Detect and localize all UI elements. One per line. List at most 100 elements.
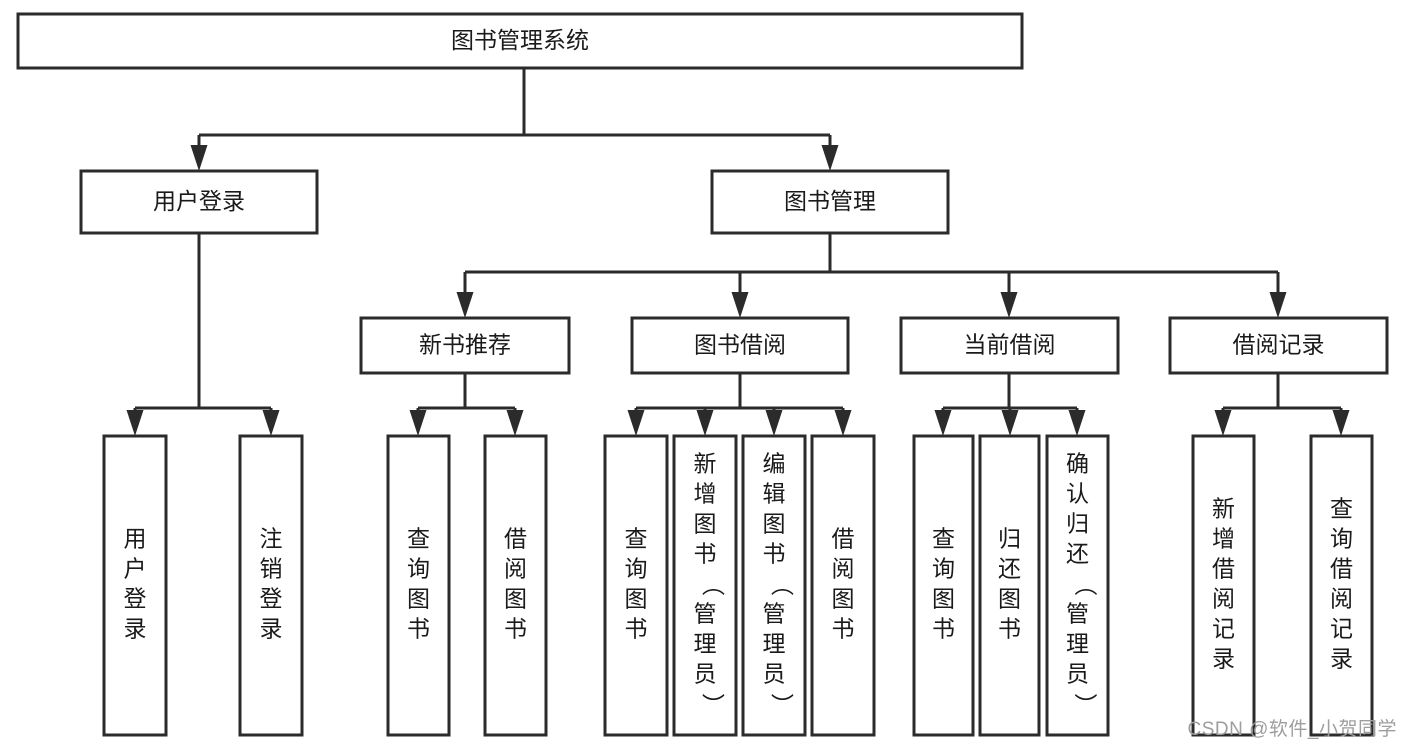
label-char: 询 <box>932 556 955 582</box>
connector-rec-to-leaves <box>409 373 524 436</box>
connector-arrowhead <box>409 410 427 436</box>
node-user-login[interactable]: 用户登录 <box>79 169 319 235</box>
label-char: 理 <box>694 631 717 657</box>
node-box <box>810 434 876 737</box>
label-char: 书 <box>694 541 717 567</box>
node-box <box>1045 434 1110 737</box>
connector-borrow-to-leaves <box>627 373 852 436</box>
label-char: 借 <box>504 526 527 552</box>
label-char: （ <box>1073 573 1099 596</box>
node-book-management[interactable]: 图书管理 <box>710 169 950 235</box>
connector-arrowhead <box>821 145 839 171</box>
label-char: 认 <box>1066 481 1089 507</box>
label-char: 图 <box>407 586 430 612</box>
label-char: 录 <box>1212 646 1235 672</box>
label-char: 员 <box>1066 661 1089 687</box>
label-char: 询 <box>407 556 430 582</box>
connector-arrowhead <box>126 410 144 436</box>
label-char: 书 <box>932 616 955 642</box>
label-char: ） <box>769 693 795 716</box>
connector-records-to-leaves <box>1214 373 1350 436</box>
connector-current-to-leaves <box>934 373 1086 436</box>
connector-arrowhead <box>765 410 783 436</box>
label-char: （ <box>700 573 726 596</box>
node-root[interactable]: 图书管理系统 <box>16 12 1024 70</box>
node-label: 用户登录 <box>153 188 245 214</box>
label-char: 询 <box>625 556 648 582</box>
label-char: 新 <box>694 451 717 477</box>
node-book-borrow[interactable]: 图书借阅 <box>630 316 850 375</box>
label-char: 管 <box>763 601 786 627</box>
label-char: 借 <box>1212 556 1235 582</box>
node-box <box>1309 434 1374 737</box>
label-char: 书 <box>832 616 855 642</box>
connector-root-to-level2 <box>190 68 839 171</box>
label-char: 询 <box>1330 526 1353 552</box>
label-char: 编 <box>763 451 786 477</box>
label-char: 员 <box>763 661 786 687</box>
label-char: 登 <box>124 586 147 612</box>
label-char: 还 <box>1066 541 1089 567</box>
connector-arrowhead <box>456 292 474 318</box>
label-char: 查 <box>932 526 955 552</box>
connector-arrowhead <box>1068 410 1086 436</box>
label-char: 录 <box>1330 646 1353 672</box>
label-char: （ <box>769 573 795 596</box>
node-box <box>672 434 738 737</box>
label-char: ） <box>700 693 726 716</box>
label-char: 记 <box>1212 616 1235 642</box>
node-leaf-user-login[interactable]: 用户登录 <box>102 434 168 737</box>
node-box <box>899 316 1120 375</box>
connector-arrowhead <box>1332 410 1350 436</box>
label-char: 查 <box>407 526 430 552</box>
label-char: 借 <box>832 526 855 552</box>
label-char: 管 <box>694 601 717 627</box>
label-char: 录 <box>260 616 283 642</box>
node-label: 图书管理 <box>784 188 876 214</box>
label-char: 户 <box>124 556 147 582</box>
label-char: 图 <box>694 511 717 537</box>
connector-arrowhead <box>731 292 749 318</box>
node-current-borrow[interactable]: 当前借阅 <box>899 316 1120 375</box>
label-char: 登 <box>260 586 283 612</box>
connectors-layer <box>126 68 1350 436</box>
label-char: 图 <box>763 511 786 537</box>
connector-arrowhead <box>1214 410 1232 436</box>
connector-arrowhead <box>834 410 852 436</box>
node-box <box>1168 316 1389 375</box>
node-label: 借阅记录 <box>1233 332 1325 358</box>
label-char: 图 <box>832 586 855 612</box>
nodes-layer: 图书管理系统用户登录图书管理新书推荐图书借阅当前借阅借阅记录用户登录注销登录查询… <box>16 12 1389 737</box>
label-char: 阅 <box>504 556 527 582</box>
label-char: 阅 <box>832 556 855 582</box>
label-char: 归 <box>998 526 1021 552</box>
node-borrow-records[interactable]: 借阅记录 <box>1168 316 1389 375</box>
node-new-book-recommend[interactable]: 新书推荐 <box>359 316 571 375</box>
node-label: 新书推荐 <box>419 332 511 358</box>
label-char: ） <box>1073 693 1099 716</box>
label-char: 增 <box>1212 526 1235 552</box>
node-box <box>710 169 950 235</box>
label-char: 还 <box>998 556 1021 582</box>
connector-arrowhead <box>1000 292 1018 318</box>
label-char: 理 <box>763 631 786 657</box>
node-box <box>741 434 807 737</box>
